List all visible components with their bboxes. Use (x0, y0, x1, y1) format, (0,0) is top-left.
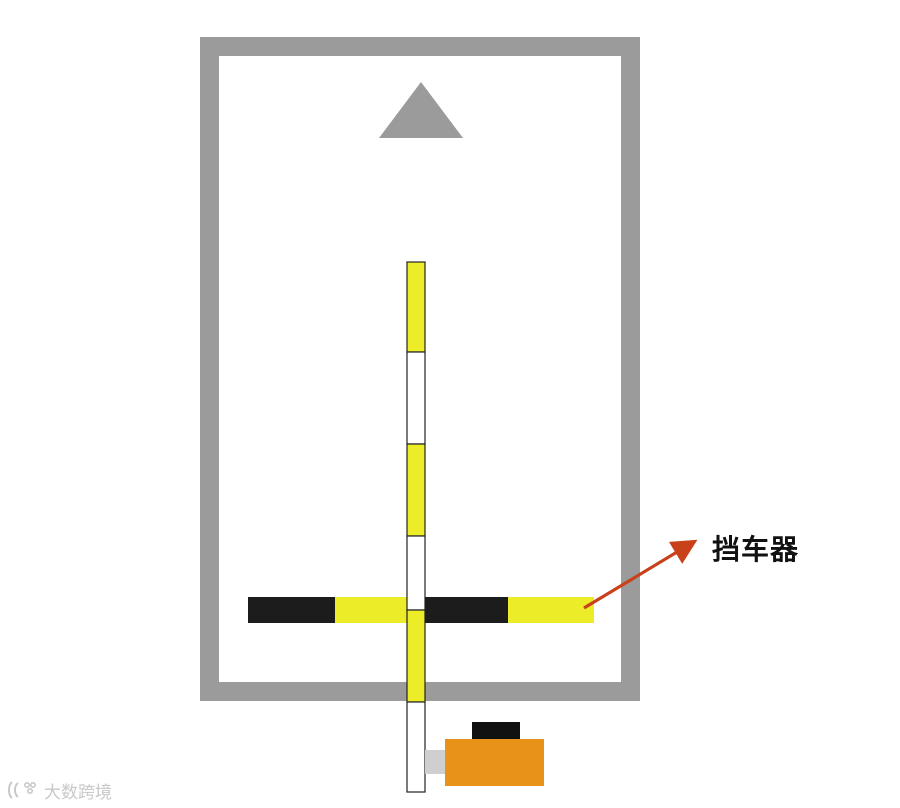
wheel-stopper-label: 挡车器 (712, 533, 800, 566)
wheel-stopper-segment-black (425, 597, 508, 623)
motor-connector (425, 750, 445, 774)
motor-top-cap (472, 722, 520, 740)
direction-arrow-triangle (379, 82, 463, 138)
barrier-motor (425, 722, 544, 786)
barrier-arm-segment-yellow (406, 443, 426, 537)
wheel-stopper-segment-yellow (335, 597, 407, 623)
wheel-stopper (248, 597, 594, 623)
watermark-logo-icon (8, 781, 36, 799)
motor-body (445, 739, 544, 786)
barrier-arm-segment-white (406, 535, 426, 611)
barrier-arm-segment-white (406, 701, 426, 793)
barrier-arm-segment-yellow (406, 609, 426, 703)
barrier-arm (406, 261, 426, 793)
callout-arrow (583, 539, 698, 610)
wheel-stopper-segment-black (248, 597, 335, 623)
watermark: 大数跨境 (6, 778, 112, 803)
wheel-stopper-segment-yellow (508, 597, 594, 623)
barrier-arm-segment-yellow (406, 261, 426, 353)
watermark-text: 大数跨境 (44, 782, 112, 803)
barrier-arm-segment-white (406, 351, 426, 445)
